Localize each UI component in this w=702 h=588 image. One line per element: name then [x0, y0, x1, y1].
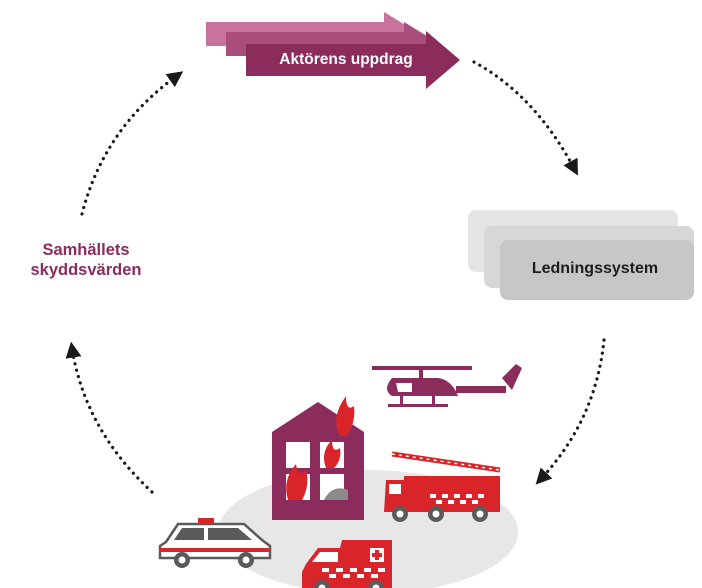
dotted-arrow-left [80, 71, 184, 216]
mission-arrow-stack [206, 12, 460, 89]
mission-arrow-front [246, 31, 460, 89]
police-car-icon [158, 518, 272, 568]
fire-truck-icon [384, 451, 501, 522]
dotted-arrow-bottom-left [65, 341, 154, 494]
dotted-arrow-right [535, 338, 606, 485]
dotted-arrow-top-right [472, 60, 579, 176]
cycle-arrows [65, 60, 606, 494]
ambulance-icon [302, 540, 392, 588]
system-card-front [500, 240, 694, 300]
burning-house-icon [272, 396, 364, 520]
helicopter-icon [372, 364, 522, 407]
system-card-stack [468, 210, 694, 300]
